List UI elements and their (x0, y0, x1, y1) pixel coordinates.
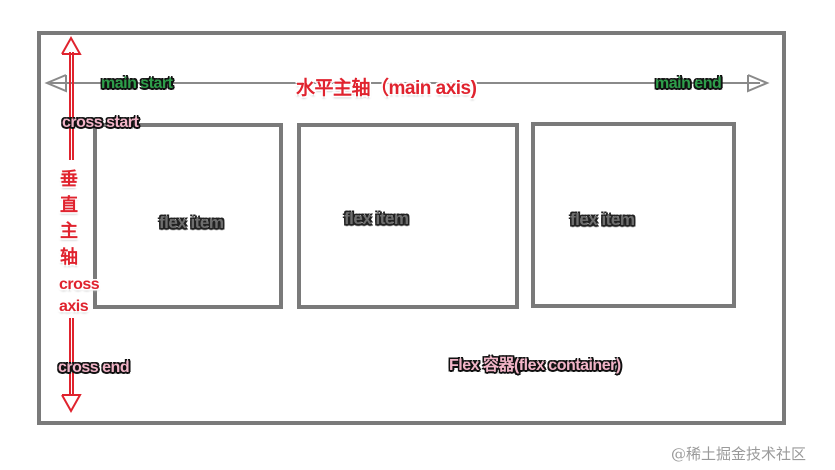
flex-item-label-1: flex item (159, 213, 224, 232)
main-end-label: main end (655, 75, 722, 92)
main-axis-arrow (44, 74, 770, 93)
main-axis-label: 水平主轴（main axis) (296, 78, 477, 99)
watermark: @稀土掘金技术社区 (671, 445, 807, 463)
cross-axis-char: 轴 (60, 247, 78, 267)
cross-axis-char: 主 (60, 221, 78, 241)
cross-axis-en-label: cross axis (59, 274, 100, 318)
cross-axis-word: cross (59, 276, 100, 293)
flex-item-box-1 (93, 123, 283, 309)
cross-start-label: cross start (62, 114, 139, 131)
flex-item-label-3: flex item (570, 210, 635, 229)
flex-container (37, 31, 786, 425)
cross-axis-word: axis (59, 298, 89, 315)
cross-axis-char: 直 (60, 195, 78, 215)
cross-axis-arrow (61, 35, 82, 414)
flex-item-label-2: flex item (344, 209, 409, 228)
cross-axis-char: 垂 (60, 169, 78, 189)
flex-item-box-2 (297, 123, 519, 309)
cross-end-label: cross end (58, 359, 130, 376)
flex-item-box-3 (531, 122, 736, 308)
container-label: Flex 容器(flex container) (449, 357, 621, 374)
main-start-label: main start (101, 75, 173, 92)
cross-axis-cn-label: 垂 直 主 轴 (60, 166, 78, 270)
